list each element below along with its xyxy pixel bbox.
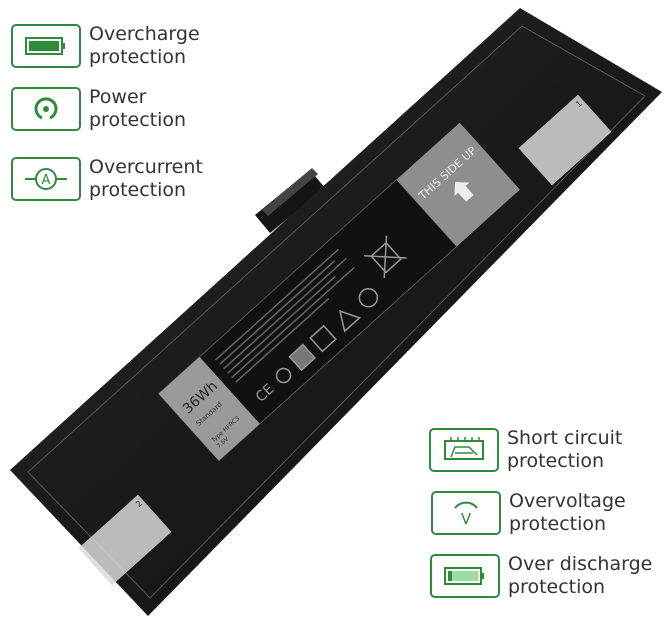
feature-label: protection [89,46,187,68]
feature-label: Overvoltage [509,490,626,512]
svg-text:A: A [42,173,51,188]
feature-label: protection [89,109,187,131]
feature-label: protection [507,450,605,472]
circuit-board-icon [429,428,499,472]
instruction-diagram-2: 2 [78,494,172,586]
feature-label: Power [89,86,147,108]
svg-text:1: 1 [574,99,584,109]
battery-low-icon [430,554,500,598]
battery-full-icon [11,24,81,68]
svg-text:V: V [461,510,472,528]
svg-text:2: 2 [134,499,144,509]
arrow-up-icon [454,181,474,202]
instruction-diagram-1: 1 [518,94,612,186]
feature-label: Over discharge [508,553,653,575]
battery-connector [255,168,325,233]
voltmeter-icon: V [431,491,501,535]
feature-label: Overcurrent [89,156,203,178]
power-icon [11,87,81,131]
feature-label: protection [508,576,606,598]
ammeter-icon: A [11,157,81,201]
feature-label: Overcharge [89,23,200,45]
feature-label: Short circuit [507,427,623,449]
feature-label: protection [509,513,607,535]
capacity-label-panel [158,356,260,461]
feature-label: protection [89,179,187,201]
